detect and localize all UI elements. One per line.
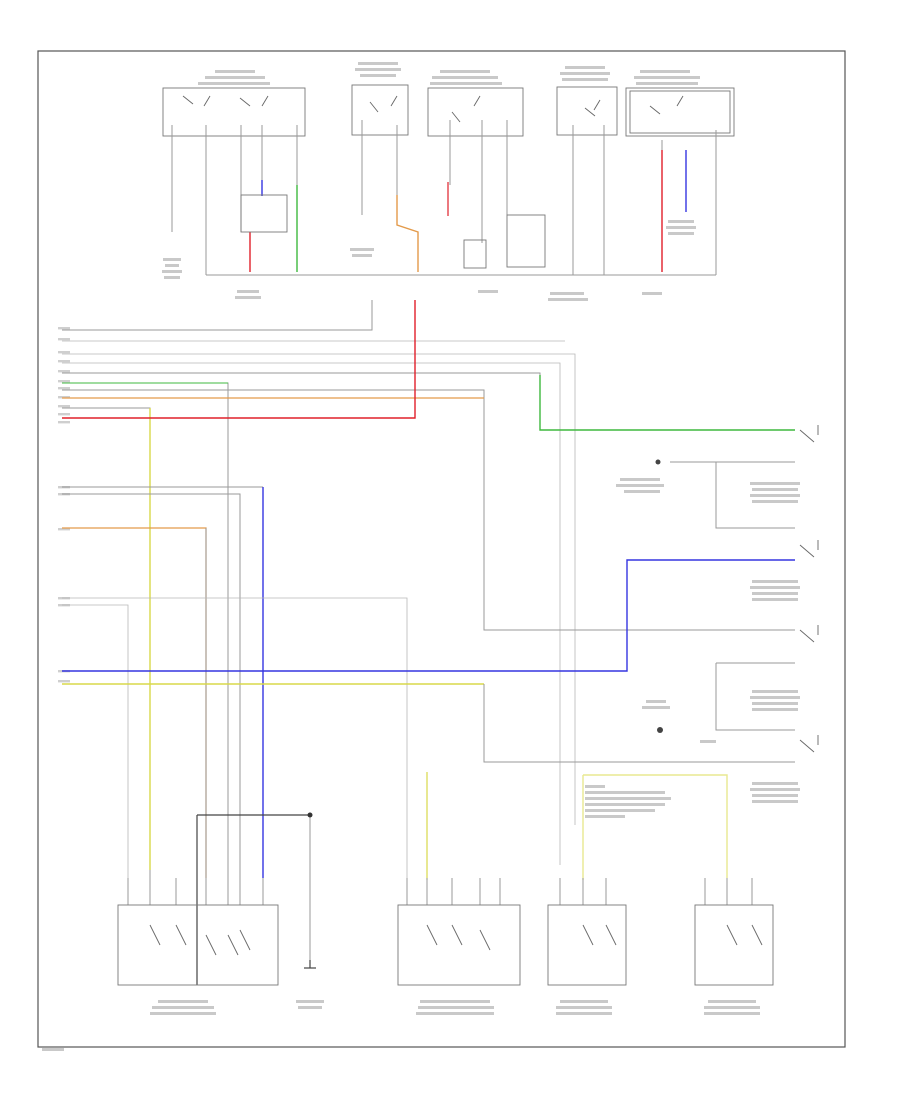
bottom-switch-2: [397, 904, 521, 986]
wire-red-main: [62, 300, 416, 419]
bottom-switch-1: [117, 904, 279, 986]
top-module-4: [556, 86, 618, 136]
top-module-5: [625, 87, 735, 137]
wire-green-main: [539, 375, 795, 431]
lower-section: [42, 772, 774, 1051]
top-sub-box-2: [463, 239, 487, 269]
top-sub-box-1: [240, 194, 288, 233]
main-harness: [58, 300, 795, 878]
ground-symbol: [304, 960, 316, 969]
wire-blue-main: [62, 559, 795, 672]
bottom-switch-4: [694, 904, 774, 986]
diagram-border: [37, 50, 846, 1048]
bottom-switch-3: [547, 904, 627, 986]
wire-yellow-right: [582, 774, 728, 880]
top-module-2: [351, 84, 409, 136]
top-sub-box-3: [506, 214, 546, 268]
top-connector-block: [162, 62, 735, 301]
top-module-5-inner: [629, 90, 731, 134]
top-module-3: [427, 87, 524, 137]
wire-orange-left: [62, 527, 207, 878]
wire-orange-top-1: [396, 195, 419, 272]
top-module-1: [162, 87, 306, 137]
right-switches: [616, 425, 819, 803]
